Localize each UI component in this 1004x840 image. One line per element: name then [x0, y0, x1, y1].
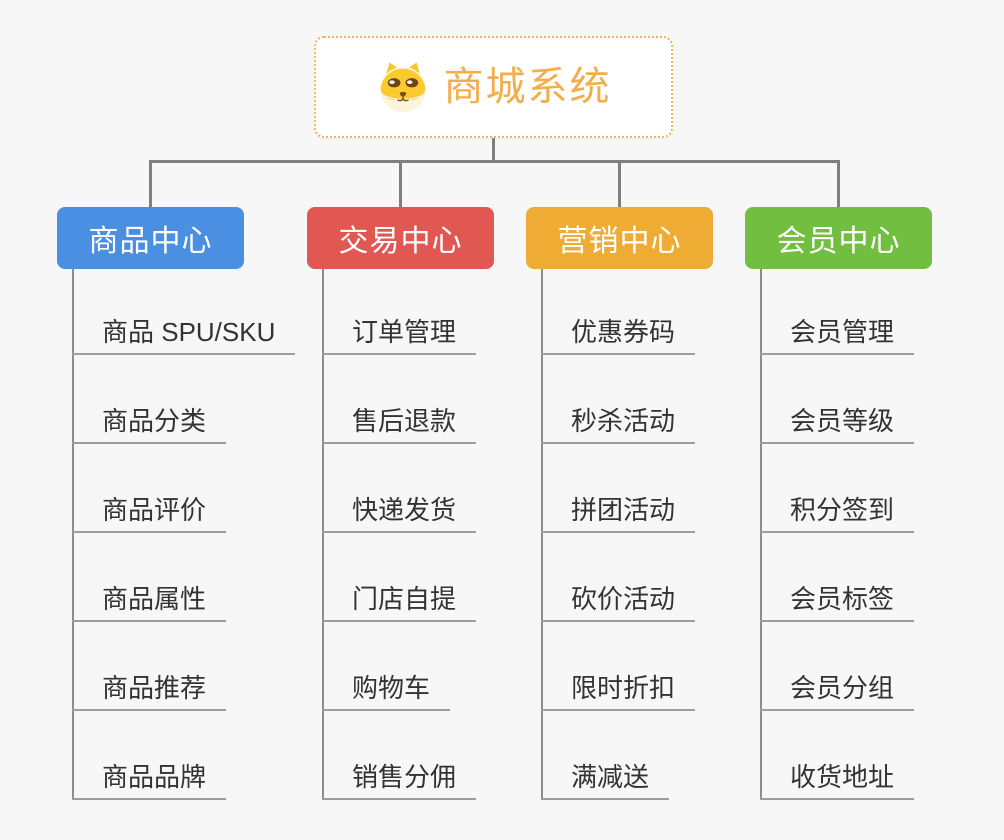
leaf-topic[interactable]: 商品分类 — [72, 408, 227, 444]
branch-leaves: 会员管理 会员等级 积分签到 会员标签 会员分组 收货地址 — [760, 269, 915, 800]
branch-marketing-center: 营销中心 优惠券码 秒杀活动 拼团活动 砍价活动 限时折扣 满减送 — [526, 207, 776, 800]
leaf-topic[interactable]: 收货地址 — [760, 764, 915, 800]
leaf-topic[interactable]: 商品品牌 — [72, 764, 227, 800]
connector-root-stem — [492, 138, 495, 163]
connector-drop-trade — [399, 160, 402, 207]
leaf-topic[interactable]: 商品属性 — [72, 586, 227, 622]
connector-drop-product — [149, 160, 152, 207]
leaf-topic[interactable]: 商品 SPU/SKU — [72, 319, 296, 355]
branch-spine — [322, 269, 324, 800]
branch-spine — [760, 269, 762, 800]
leaf-topic[interactable]: 售后退款 — [322, 408, 477, 444]
branch-leaves: 订单管理 售后退款 快递发货 门店自提 购物车 销售分佣 — [322, 269, 477, 800]
leaf-topic[interactable]: 商品评价 — [72, 497, 227, 533]
leaf-topic[interactable]: 会员标签 — [760, 586, 915, 622]
branch-spine — [72, 269, 74, 800]
leaf-topic[interactable]: 快递发货 — [322, 497, 477, 533]
leaf-topic[interactable]: 会员分组 — [760, 675, 915, 711]
root-node[interactable]: 商城系统 — [314, 36, 673, 138]
shiba-dog-icon — [376, 60, 430, 114]
leaf-topic[interactable]: 门店自提 — [322, 586, 477, 622]
branch-header-member-center[interactable]: 会员中心 — [745, 207, 932, 269]
root-title: 商城系统 — [443, 65, 612, 109]
connector-horizontal-bar — [149, 160, 840, 163]
branch-header-marketing-center[interactable]: 营销中心 — [526, 207, 713, 269]
branch-member-center: 会员中心 会员管理 会员等级 积分签到 会员标签 会员分组 收货地址 — [745, 207, 995, 800]
branch-spine — [541, 269, 543, 800]
connector-drop-marketing — [618, 160, 621, 207]
leaf-topic[interactable]: 会员管理 — [760, 319, 915, 355]
leaf-topic[interactable]: 购物车 — [322, 675, 451, 711]
branch-header-product-center[interactable]: 商品中心 — [57, 207, 244, 269]
connector-drop-member — [837, 160, 840, 207]
leaf-topic[interactable]: 砍价活动 — [541, 586, 696, 622]
leaf-topic[interactable]: 订单管理 — [322, 319, 477, 355]
leaf-topic[interactable]: 秒杀活动 — [541, 408, 696, 444]
leaf-topic[interactable]: 满减送 — [541, 764, 670, 800]
leaf-topic[interactable]: 销售分佣 — [322, 764, 477, 800]
leaf-topic[interactable]: 拼团活动 — [541, 497, 696, 533]
branch-header-trade-center[interactable]: 交易中心 — [307, 207, 494, 269]
leaf-topic[interactable]: 会员等级 — [760, 408, 915, 444]
leaf-topic[interactable]: 优惠券码 — [541, 319, 696, 355]
branch-leaves: 优惠券码 秒杀活动 拼团活动 砍价活动 限时折扣 满减送 — [541, 269, 696, 800]
branch-trade-center: 交易中心 订单管理 售后退款 快递发货 门店自提 购物车 销售分佣 — [307, 207, 557, 800]
leaf-topic[interactable]: 积分签到 — [760, 497, 915, 533]
branch-leaves: 商品 SPU/SKU 商品分类 商品评价 商品属性 商品推荐 商品品牌 — [72, 269, 296, 800]
leaf-topic[interactable]: 限时折扣 — [541, 675, 696, 711]
leaf-topic[interactable]: 商品推荐 — [72, 675, 227, 711]
branch-product-center: 商品中心 商品 SPU/SKU 商品分类 商品评价 商品属性 商品推荐 商品品牌 — [57, 207, 307, 800]
